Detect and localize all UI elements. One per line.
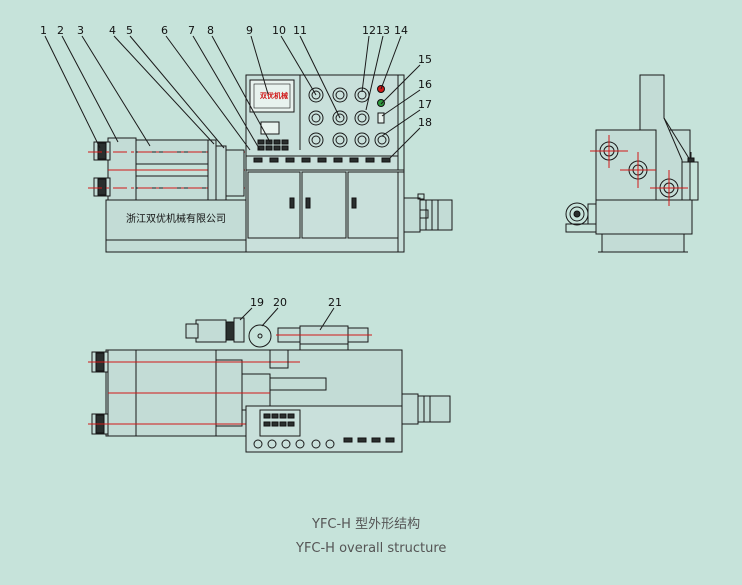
callout-17: 17 xyxy=(418,98,432,111)
display-screen xyxy=(249,79,295,113)
callout-14: 14 xyxy=(394,24,408,37)
lamp-green-indicator xyxy=(377,99,385,107)
left-head-block xyxy=(107,137,137,201)
callout-3: 3 xyxy=(77,24,84,37)
pressure-gauges xyxy=(308,87,390,148)
keypad xyxy=(257,139,289,151)
callout-11: 11 xyxy=(293,24,307,37)
callout-7: 7 xyxy=(188,24,195,37)
pump-motor xyxy=(195,319,227,343)
callout-6: 6 xyxy=(161,24,168,37)
callout-20: 20 xyxy=(273,296,287,309)
nameplate-label: 浙江双优机械有限公司 xyxy=(126,212,226,225)
switch-indicator xyxy=(377,112,385,124)
top-cabinet xyxy=(245,405,403,453)
callout-8: 8 xyxy=(207,24,214,37)
top-motor xyxy=(417,395,451,423)
callout-2: 2 xyxy=(57,24,64,37)
front-view-callouts: 1 2 3 4 5 6 7 8 9 10 11 12 13 14 15 16 1… xyxy=(40,24,432,159)
oil-tank xyxy=(248,324,272,348)
machine-base xyxy=(105,199,247,253)
motor xyxy=(419,199,453,231)
callout-19: 19 xyxy=(250,296,264,309)
callout-18: 18 xyxy=(418,116,432,129)
ram-head xyxy=(225,149,245,197)
callout-13: 13 xyxy=(376,24,390,37)
callout-15: 15 xyxy=(418,53,432,66)
caption-english: YFC-H overall structure xyxy=(295,541,446,556)
top-gauges xyxy=(253,437,395,449)
front-view: 浙江双优机械有限公司 双优机械 xyxy=(40,24,453,253)
callout-1: 1 xyxy=(40,24,47,37)
callout-4: 4 xyxy=(109,24,116,37)
lower-cabinet xyxy=(245,169,405,253)
top-keypad xyxy=(259,409,301,437)
callout-5: 5 xyxy=(126,24,133,37)
callout-9: 9 xyxy=(246,24,253,37)
callout-16: 16 xyxy=(418,78,432,91)
side-view xyxy=(565,74,699,253)
caption-chinese: YFC-H 型外形结构 xyxy=(311,517,420,532)
callout-12: 12 xyxy=(362,24,376,37)
top-view-callouts: 19 20 21 xyxy=(239,296,342,331)
callout-10: 10 xyxy=(272,24,286,37)
screen-label: 双优机械 xyxy=(260,91,288,100)
top-view: 19 20 21 xyxy=(88,296,451,453)
valve-knob-row xyxy=(253,157,391,163)
callout-21: 21 xyxy=(328,296,342,309)
